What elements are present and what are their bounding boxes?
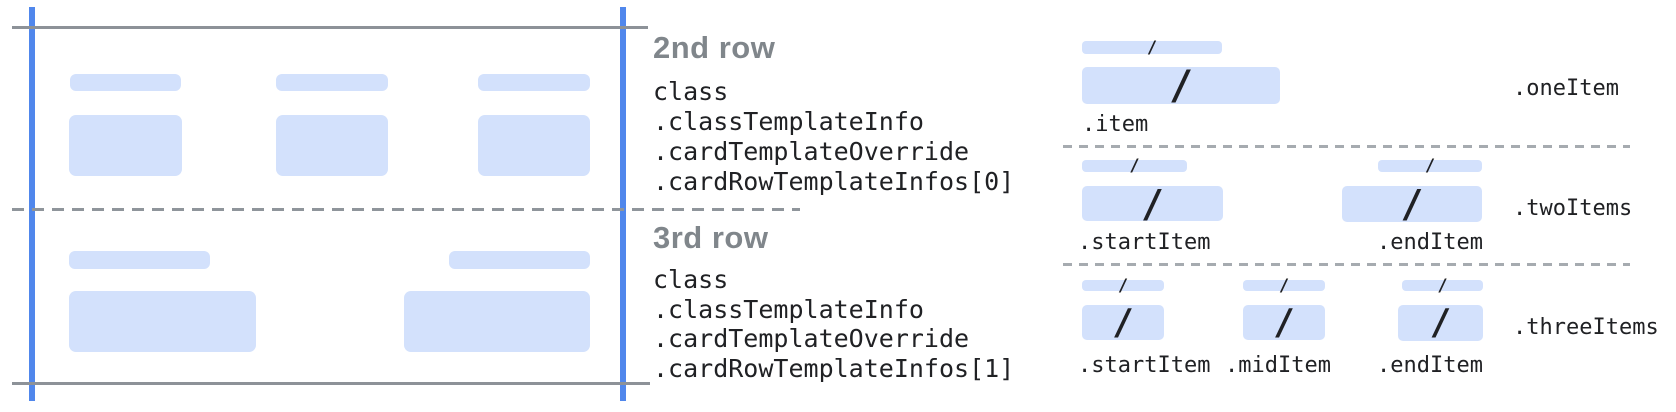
path-line: .cardRowTemplateInfos[0]: [653, 167, 1015, 196]
field-value-placeholder: [69, 291, 256, 352]
row2-heading: 2nd row: [653, 30, 776, 65]
item-value-placeholder: /: [1342, 185, 1482, 223]
item-field-label: .endItem: [1377, 353, 1483, 378]
item-field-label: .midItem: [1225, 353, 1331, 378]
card-bottom-border: [12, 382, 650, 385]
field-label-placeholder: [449, 251, 590, 269]
path-line: .classTemplateInfo: [653, 294, 924, 324]
path-line: .cardTemplateOverride: [653, 137, 970, 166]
field-label-placeholder: [69, 251, 210, 269]
legend-divider-dashed: [1063, 145, 1630, 148]
path-line: .cardTemplateOverride: [653, 324, 970, 353]
item-field-label: .endItem: [1377, 230, 1483, 255]
layout-name-label: .twoItems: [1513, 196, 1633, 221]
item-value-placeholder: /: [1398, 305, 1483, 341]
item-value-placeholder: /: [1082, 66, 1280, 106]
item-field-label: .startItem: [1078, 230, 1211, 255]
item-label-placeholder: /: [1082, 277, 1164, 294]
item-value-placeholder: /: [1082, 185, 1223, 223]
field-value-placeholder: [276, 115, 388, 176]
path-line: .cardRowTemplateInfos[1]: [653, 353, 1015, 383]
field-label-placeholder: [70, 74, 181, 91]
path-line: class: [653, 265, 729, 294]
card-top-border: [12, 26, 648, 29]
path-line: .classTemplateInfo: [653, 107, 924, 136]
field-value-placeholder: [69, 115, 182, 176]
item-label-placeholder: /: [1402, 277, 1483, 294]
field-value-placeholder: [478, 115, 590, 176]
layout-name-label: .oneItem: [1513, 76, 1619, 101]
legend-divider-dashed: [1063, 263, 1630, 266]
item-value-placeholder: /: [1082, 304, 1164, 340]
item-label-placeholder: /: [1378, 158, 1482, 175]
field-label-placeholder: [478, 74, 590, 91]
item-label-placeholder: /: [1243, 277, 1325, 294]
row3-property-path: class .classTemplateInfo .cardTemplateOv…: [653, 265, 1014, 383]
item-label-placeholder: /: [1082, 39, 1222, 56]
item-field-label: .item: [1082, 112, 1149, 137]
field-value-placeholder: [404, 291, 590, 352]
item-value-placeholder: /: [1243, 304, 1325, 340]
left-guide-line: [29, 7, 35, 401]
right-guide-line: [620, 7, 626, 401]
path-line: class: [653, 77, 729, 106]
item-label-placeholder: /: [1082, 158, 1187, 175]
layout-name-label: .threeItems: [1513, 315, 1659, 340]
item-field-label: .startItem: [1078, 353, 1211, 378]
row3-heading: 3rd row: [653, 220, 769, 255]
card-row-divider-dashed: [12, 208, 800, 211]
row2-property-path: class .classTemplateInfo .cardTemplateOv…: [653, 77, 1014, 197]
field-label-placeholder: [276, 74, 388, 91]
